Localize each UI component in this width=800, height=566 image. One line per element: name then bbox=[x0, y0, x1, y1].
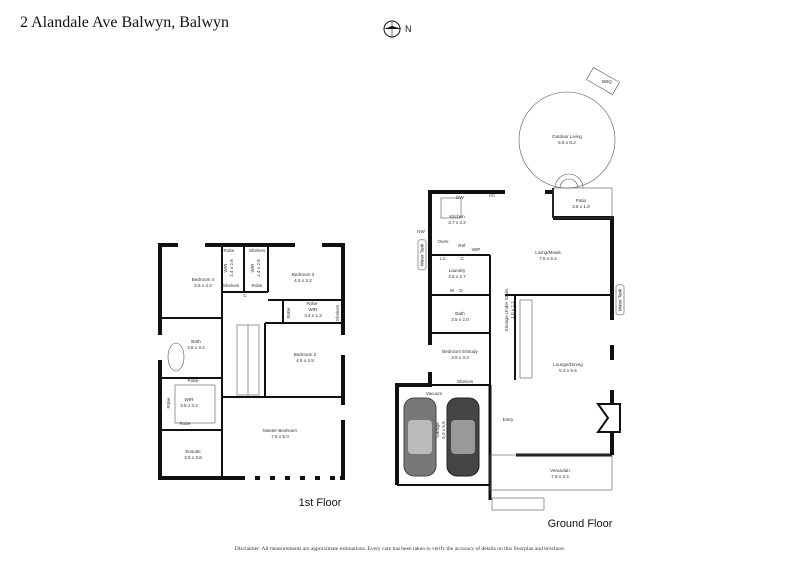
fixture-shelves: Shelves bbox=[335, 304, 340, 322]
fixture-shelves: Shelves bbox=[456, 379, 474, 384]
fixture-washer: W bbox=[449, 288, 455, 293]
fixture-oven: Oven bbox=[437, 239, 449, 244]
ground-floor-walls bbox=[395, 67, 621, 511]
first-floor-label: 1st Floor bbox=[298, 497, 342, 509]
ground-floor-label: Ground Floor bbox=[547, 518, 613, 530]
fixture-robe: Robe bbox=[179, 421, 191, 426]
compass-north-label: N bbox=[405, 24, 412, 34]
fixture-linen-cupboard: LC bbox=[440, 256, 446, 261]
fixture-shelves: Shelves bbox=[222, 283, 240, 288]
first-floor-walls bbox=[158, 243, 345, 480]
room-entry: Entry bbox=[502, 417, 514, 422]
fixture-dishwasher: DW bbox=[456, 195, 464, 200]
disclaimer: Disclaimer: All measurements are approxi… bbox=[234, 546, 566, 552]
fixture-wip: WIP bbox=[471, 247, 481, 252]
fixture-shelves: Shelves bbox=[248, 248, 266, 253]
fixture-robe: Robe bbox=[166, 397, 171, 409]
fixture-cupboard: C bbox=[460, 256, 464, 261]
fixture-robe: Robe bbox=[187, 378, 199, 383]
fixture-robe: Robe bbox=[286, 307, 291, 319]
fixture-robe: Robe bbox=[251, 283, 263, 288]
fixture-ac: AC bbox=[488, 193, 496, 198]
fixture-fridge: Ref bbox=[458, 243, 466, 248]
fixture-cupboard: C bbox=[243, 293, 247, 298]
fixture-vacuum: Vacuum bbox=[425, 391, 443, 396]
fixture-bbq: BBQ bbox=[602, 79, 612, 84]
north-arrow-icon bbox=[383, 20, 402, 38]
fixture-robe: Robe bbox=[306, 301, 318, 306]
fixture-robe: Robe bbox=[223, 248, 235, 253]
fixture-dryer: D bbox=[459, 288, 463, 293]
water-tank-label: Water Tank bbox=[417, 239, 427, 271]
garage-cars bbox=[403, 397, 480, 477]
water-tank-label: Water Tank bbox=[615, 284, 625, 316]
property-title: 2 Alandale Ave Balwyn, Balwyn bbox=[20, 14, 229, 31]
fixture-hot-water: HW bbox=[417, 229, 425, 234]
